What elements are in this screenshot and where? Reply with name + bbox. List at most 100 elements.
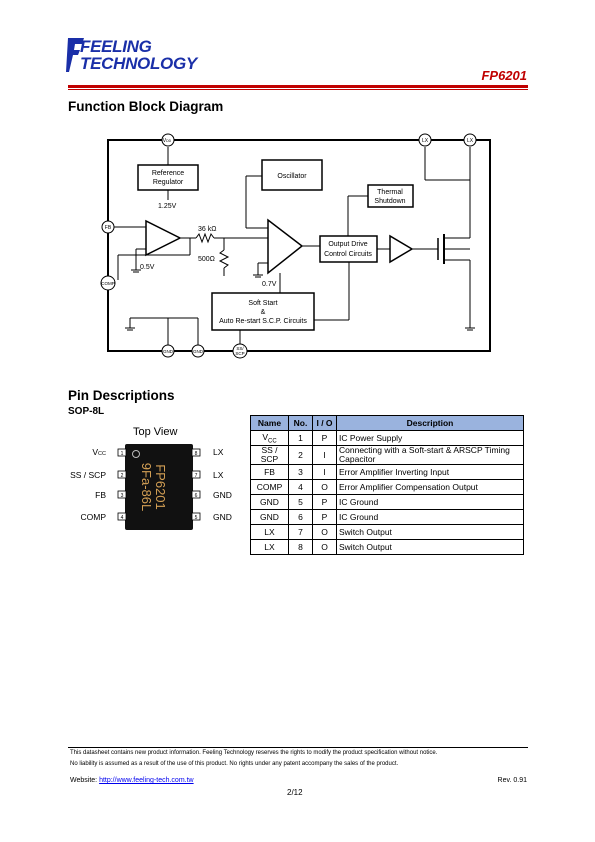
block-diagram-title: Function Block Diagram — [68, 99, 224, 114]
soft-start-label-2: & — [261, 309, 266, 316]
v07-label: 0.7V — [262, 281, 277, 288]
pin-label-lx1: LX — [422, 138, 429, 144]
cell-desc: Error Amplifier Compensation Output — [336, 479, 524, 495]
cell-name: LX — [250, 539, 289, 555]
header-rule — [68, 85, 528, 88]
footer-rule — [68, 747, 528, 748]
cell-name: SS / SCP — [250, 445, 289, 465]
pin-label-vdd: VDD — [163, 138, 172, 144]
cell-name: GND — [250, 509, 289, 525]
chip-marking-1: FP6201 — [153, 464, 168, 510]
cell-desc: Switch Output — [336, 524, 524, 540]
col-no: No. — [288, 415, 313, 431]
pin-label-gnd1: GND — [163, 349, 174, 354]
right-pin-label: LX — [213, 447, 224, 457]
cell-no: 4 — [288, 479, 313, 495]
page-number: 2/12 — [287, 788, 303, 797]
table-header-row: Name No. I / O Description — [250, 415, 524, 431]
cell-no: 2 — [288, 445, 313, 465]
sop8-package-drawing: 1 2 3 4 8 7 6 5 VCC SS / SCP FB COMP LX … — [70, 444, 232, 530]
table-row: SS / SCP 2 I Connecting with a Soft-star… — [250, 445, 524, 465]
soft-start-label-3: Auto Re-start S.C.P. Circuits — [219, 318, 307, 325]
cell-no: 6 — [288, 509, 313, 525]
cell-io: P — [312, 494, 337, 510]
v05-label: 0.5V — [140, 264, 155, 271]
table-row: GND 6 P IC Ground — [250, 509, 524, 525]
cell-no: 7 — [288, 524, 313, 540]
package-label: SOP-8L — [68, 406, 105, 417]
pin-label-ss1: SS/ — [236, 346, 244, 351]
cell-no: 1 — [288, 430, 313, 446]
col-name: Name — [250, 415, 289, 431]
output-drive-label-1: Output Drive — [328, 241, 367, 248]
chip-marking-2: 9Fa-86L — [139, 463, 154, 511]
left-pin-label: FB — [95, 490, 106, 500]
cell-name: GND — [250, 494, 289, 510]
ref-reg-label-1: Reference — [152, 170, 184, 177]
part-number: FP6201 — [481, 68, 527, 83]
cell-desc: Error Amplifier Inverting Input — [336, 464, 524, 480]
pin-lx-2 — [463, 133, 477, 147]
pin-label-ss2: SCP — [235, 351, 244, 356]
diagram-frame — [107, 139, 491, 352]
svg-text:1: 1 — [121, 451, 124, 457]
right-pin-label: LX — [213, 470, 224, 480]
error-amplifier — [145, 219, 182, 257]
svg-text:4: 4 — [121, 515, 124, 521]
right-pin-label: GND — [213, 512, 232, 522]
table-row: FB 3 I Error Amplifier Inverting Input — [250, 464, 524, 480]
table-row: LX 8 O Switch Output — [250, 539, 524, 555]
top-view-label: Top View — [133, 426, 178, 438]
pin-descriptions-title: Pin Descriptions — [68, 388, 175, 403]
footer-website: Website: http://www.feeling-tech.com.tw — [70, 777, 194, 784]
cell-name: FB — [250, 464, 289, 480]
cell-no: 5 — [288, 494, 313, 510]
pin-ss-scp — [232, 343, 248, 359]
svg-text:3: 3 — [121, 493, 124, 499]
cell-name: VCC — [250, 430, 289, 446]
pin-label-gnd2: GND — [193, 349, 204, 354]
col-description: Description — [336, 415, 524, 431]
table-row: VCC 1 P IC Power Supply — [250, 430, 524, 446]
oscillator-block — [261, 159, 323, 191]
pin-table: Name No. I / O Description VCC 1 P IC Po… — [250, 415, 524, 555]
logo-text-feeling: FEELING — [80, 37, 152, 56]
cell-io: P — [312, 430, 337, 446]
cell-io: I — [312, 464, 337, 480]
thermal-label-1: Thermal — [377, 189, 403, 196]
r1-label: 36 kΩ — [198, 226, 216, 233]
cell-io: O — [312, 524, 337, 540]
output-drive-block — [319, 235, 378, 263]
driver-buffer — [389, 234, 414, 264]
pin-label-comp: COMP — [101, 281, 115, 286]
svg-text:8: 8 — [195, 451, 198, 457]
function-block-diagram: VDD LX LX FB COMP GND GND SS/ SCP Refere… — [100, 133, 491, 359]
table-row: LX 7 O Switch Output — [250, 524, 524, 540]
r2-label: 500Ω — [198, 256, 215, 263]
output-drive-label-2: Control Circuits — [324, 251, 372, 258]
cell-desc: IC Power Supply — [336, 430, 524, 446]
revision-label: Rev. 0.91 — [497, 777, 527, 784]
svg-text:5: 5 — [195, 515, 198, 521]
svg-text:6: 6 — [195, 493, 198, 499]
table-row: COMP 4 O Error Amplifier Compensation Ou… — [250, 479, 524, 495]
cell-desc: IC Ground — [336, 509, 524, 525]
col-io: I / O — [312, 415, 337, 431]
website-link[interactable]: http://www.feeling-tech.com.tw — [99, 777, 194, 784]
pin-lx-1 — [418, 133, 432, 147]
vref-label: 1.25V — [158, 203, 177, 210]
cell-io: O — [312, 479, 337, 495]
thermal-label-2: Shutdown — [374, 198, 405, 205]
reference-regulator-block — [137, 164, 199, 191]
table-row: GND 5 P IC Ground — [250, 494, 524, 510]
right-pin-label: GND — [213, 490, 232, 500]
footer-notice-2: No liability is assumed as a result of t… — [70, 761, 399, 767]
left-pin-label: COMP — [81, 512, 107, 522]
header-rule-thin — [68, 89, 528, 90]
pin-label-lx2: LX — [467, 138, 474, 144]
pwm-comparator — [267, 218, 304, 275]
svg-text:2: 2 — [121, 473, 124, 479]
pin-gnd-2 — [191, 344, 205, 358]
cell-io: P — [312, 509, 337, 525]
pin-comp — [100, 275, 116, 291]
